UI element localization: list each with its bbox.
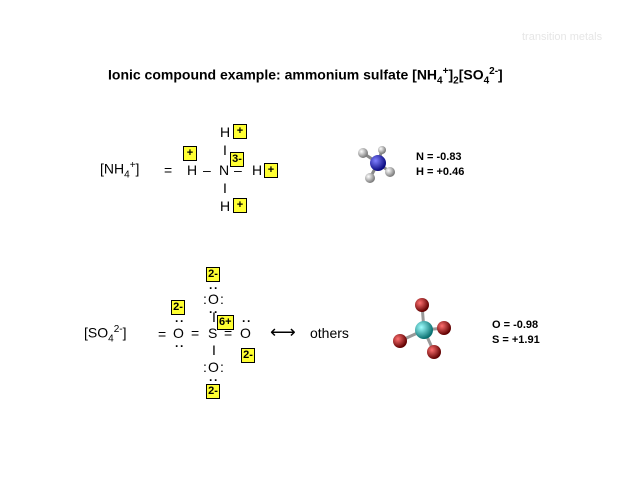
transition-metals-link[interactable]: transition metals <box>522 31 603 43</box>
title-mid1: ] <box>448 66 454 83</box>
title-sub1: 4 <box>437 75 443 87</box>
colon-o-bottom-left: : <box>203 359 207 375</box>
so4-o-right: O <box>240 325 251 341</box>
charge-h-left: + <box>183 146 197 161</box>
lone-pair-o-top-bottom: ·· <box>209 305 219 319</box>
lone-pair-o-bottom: ·· <box>209 373 219 387</box>
nh4-h-left: H <box>187 162 198 178</box>
charge-o-left: 2- <box>171 300 185 315</box>
partial-charge-o: O = -0.98 <box>492 319 539 331</box>
o-sphere <box>427 345 441 359</box>
title-end: ] <box>498 66 503 83</box>
resonance-others-label: others <box>310 325 349 341</box>
n-sphere <box>370 155 386 171</box>
charge-s: 6+ <box>217 315 234 330</box>
h-sphere <box>385 167 395 177</box>
so4-o-bottom: O <box>208 359 219 375</box>
nh4-h-top: H <box>220 124 231 140</box>
charge-o-bottom: 2- <box>206 384 220 399</box>
h-sphere <box>365 173 375 183</box>
ammonium-partial-charges: N = -0.83 H = +0.46 <box>416 150 464 180</box>
sulfate-3d-model <box>393 298 451 359</box>
partial-charge-n: N = -0.83 <box>416 151 462 163</box>
so4-open: [SO <box>84 324 109 341</box>
so4-s-center: S <box>208 325 218 341</box>
o-sphere <box>415 298 429 312</box>
title-mid2: [SO <box>458 66 484 83</box>
h-sphere <box>358 148 368 158</box>
ammonium-equals: = <box>164 162 173 178</box>
charge-o-right: 2- <box>241 348 255 363</box>
lone-pair-o-right-top: ·· <box>242 314 252 328</box>
nh4-h-right: H <box>252 162 263 178</box>
o-sphere <box>437 321 451 335</box>
ammonium-formula: [NH4+] <box>100 160 139 180</box>
nh4-sub: 4 <box>124 169 130 181</box>
colon-o-bottom-right: : <box>220 359 224 375</box>
nh4-open: [NH <box>100 160 125 177</box>
o-sphere <box>393 334 407 348</box>
so4-sup: 2- <box>113 324 123 335</box>
page-title: Ionic compound example: ammonium sulfate… <box>108 66 503 86</box>
lone-pair-o-left-bottom: ·· <box>175 339 185 353</box>
nh4-bond-top: I <box>223 142 227 158</box>
charge-o-top: 2- <box>206 267 220 282</box>
charge-n: 3- <box>230 152 244 167</box>
partial-charge-s: S = +1.91 <box>492 334 540 346</box>
colon-o-top-right: : <box>220 291 224 307</box>
so4-sub: 4 <box>108 333 114 345</box>
so4-bond-bottom: I <box>212 342 216 358</box>
colon-o-top-left: : <box>203 291 207 307</box>
so4-o-left: O <box>173 325 184 341</box>
charge-h-right: + <box>264 163 278 178</box>
sulfate-formula: [SO42-] <box>84 324 126 344</box>
ammonium-3d-model <box>358 146 395 183</box>
so4-bond-top: I <box>212 309 216 325</box>
so4-o-top: O <box>208 291 219 307</box>
so4-bond-left: = <box>191 325 200 341</box>
s-sphere <box>415 321 433 339</box>
sulfate-equals: = <box>158 326 167 342</box>
charge-h-top: + <box>233 124 247 139</box>
resonance-arrow: ⟷ <box>270 322 296 342</box>
title-prefix: Ionic compound example: ammonium sulfate… <box>108 66 438 83</box>
title-sup1: + <box>442 66 449 77</box>
nh4-bond-bottom: I <box>223 180 227 196</box>
lone-pair-o-left-top: ·· <box>175 314 185 328</box>
partial-charge-h: H = +0.46 <box>416 166 465 178</box>
so4-close: ] <box>122 324 127 341</box>
nh4-n-center: N <box>219 162 230 178</box>
title-sub2: 2 <box>453 75 459 87</box>
nh4-bond-right: – <box>234 162 242 178</box>
so4-bond-right: = <box>224 325 233 341</box>
lone-pair-o-top: ·· <box>209 281 219 295</box>
nh4-sup: + <box>129 160 136 171</box>
nh4-close: ] <box>135 160 140 177</box>
nh4-h-bottom: H <box>220 198 231 214</box>
title-sub3: 4 <box>483 75 490 87</box>
sulfate-partial-charges: O = -0.98 S = +1.91 <box>492 318 540 348</box>
title-sup3: 2- <box>489 66 499 77</box>
nh4-bond-left: – <box>203 162 211 178</box>
h-sphere <box>378 146 386 154</box>
charge-h-bottom: + <box>233 198 247 213</box>
